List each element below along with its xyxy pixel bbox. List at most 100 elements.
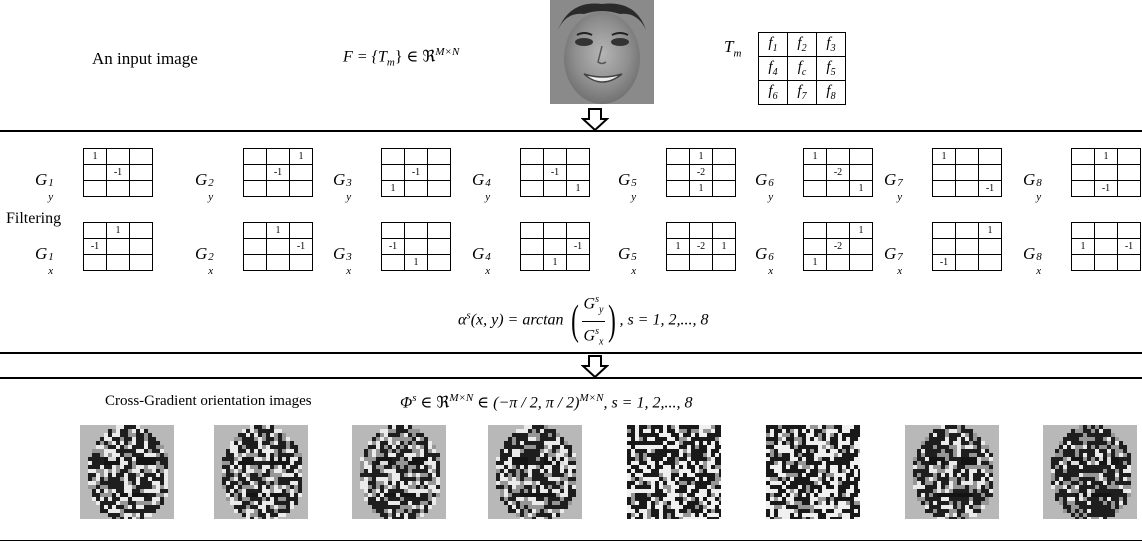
orientation-image-1 <box>80 425 174 519</box>
kernel-cell: -1 <box>266 164 290 181</box>
kernel-grid-y7: 1-1 <box>932 148 1002 197</box>
kernel-cell: 1 <box>381 180 405 197</box>
kernel-cell: -1 <box>932 254 956 271</box>
kernel-cell: 1 <box>803 254 827 271</box>
kernel-cell <box>712 148 736 165</box>
kernel-cell <box>712 254 736 271</box>
kernel-cell <box>543 148 567 165</box>
kernel-cell <box>83 222 107 239</box>
kernel-cell <box>83 164 107 181</box>
kernel-cell <box>955 164 979 181</box>
kernel-cell <box>243 164 267 181</box>
kernel-cell <box>1117 164 1141 181</box>
kernel-cell <box>566 222 590 239</box>
kernel-cell: -2 <box>826 164 850 181</box>
kernel-cell <box>427 238 451 255</box>
kernel-cell: 1 <box>266 222 290 239</box>
kernel-cell: 1 <box>289 148 313 165</box>
kernel-cell <box>243 180 267 197</box>
tm-cell-f6: f6 <box>758 80 788 105</box>
kernel-cell: -1 <box>566 238 590 255</box>
kernel-cell <box>826 148 850 165</box>
kernel-grid-y2: 1-1 <box>243 148 313 197</box>
kernel-cell <box>932 238 956 255</box>
kernel-grid-x2: 1-1 <box>243 222 313 271</box>
kernel-cell <box>1094 254 1118 271</box>
kernel-cell <box>129 164 153 181</box>
divider-2 <box>0 352 1142 354</box>
kernel-cell <box>266 180 290 197</box>
kernel-cell: 1 <box>1094 148 1118 165</box>
kernel-cell <box>666 180 690 197</box>
kernel-cell <box>666 222 690 239</box>
kernel-cell: -1 <box>83 238 107 255</box>
kernel-cell <box>1071 222 1095 239</box>
kernel-cell <box>381 254 405 271</box>
kernel-cell <box>712 164 736 181</box>
kernel-cell <box>932 180 956 197</box>
kernel-cell <box>266 148 290 165</box>
kernel-cell <box>243 238 267 255</box>
orientation-image-5 <box>627 425 721 519</box>
kernel-cell <box>566 148 590 165</box>
kernel-cell <box>520 164 544 181</box>
kernel-cell <box>689 254 713 271</box>
kernel-cell: 1 <box>689 180 713 197</box>
kernel-cell <box>381 148 405 165</box>
kernel-cell: 1 <box>849 180 873 197</box>
kernel-cell <box>404 180 428 197</box>
kernel-cell <box>978 148 1002 165</box>
kernel-cell <box>243 254 267 271</box>
kernel-grid-x1: 1-1 <box>83 222 153 271</box>
kernel-cell: 1 <box>803 148 827 165</box>
kernel-cell <box>689 222 713 239</box>
kernel-cell <box>129 238 153 255</box>
kernel-cell: -2 <box>826 238 850 255</box>
kernel-cell: 1 <box>543 254 567 271</box>
orientation-image-6 <box>766 425 860 519</box>
kernel-cell <box>849 238 873 255</box>
kernel-cell <box>1117 222 1141 239</box>
input-formula: F = {Tm} ∈ ℜM×N <box>343 46 460 69</box>
kernel-cell <box>543 222 567 239</box>
kernel-cell <box>826 180 850 197</box>
kernel-cell: 1 <box>978 222 1002 239</box>
kernel-cell <box>1094 164 1118 181</box>
down-arrow-icon-2 <box>581 355 609 379</box>
kernel-cell <box>566 254 590 271</box>
orientation-image-3 <box>352 425 446 519</box>
kernel-cell <box>803 164 827 181</box>
kernel-cell <box>1094 238 1118 255</box>
kernel-cell: -1 <box>1094 180 1118 197</box>
kernel-cell: 1 <box>666 238 690 255</box>
kernel-cell <box>932 164 956 181</box>
kernel-cell <box>1071 180 1095 197</box>
orientation-image-2 <box>214 425 308 519</box>
kernel-cell <box>289 222 313 239</box>
tm-cell-fc: fc <box>787 56 817 81</box>
kernel-cell <box>106 180 130 197</box>
divider-3 <box>0 377 1142 379</box>
kernel-cell: -2 <box>689 238 713 255</box>
kernel-cell <box>803 238 827 255</box>
kernel-cell <box>381 164 405 181</box>
kernel-cell <box>955 180 979 197</box>
tm-cell-f4: f4 <box>758 56 788 81</box>
kernel-cell <box>381 222 405 239</box>
kernel-cell: 1 <box>1071 238 1095 255</box>
kernel-cell: 1 <box>404 254 428 271</box>
kernel-cell <box>243 222 267 239</box>
